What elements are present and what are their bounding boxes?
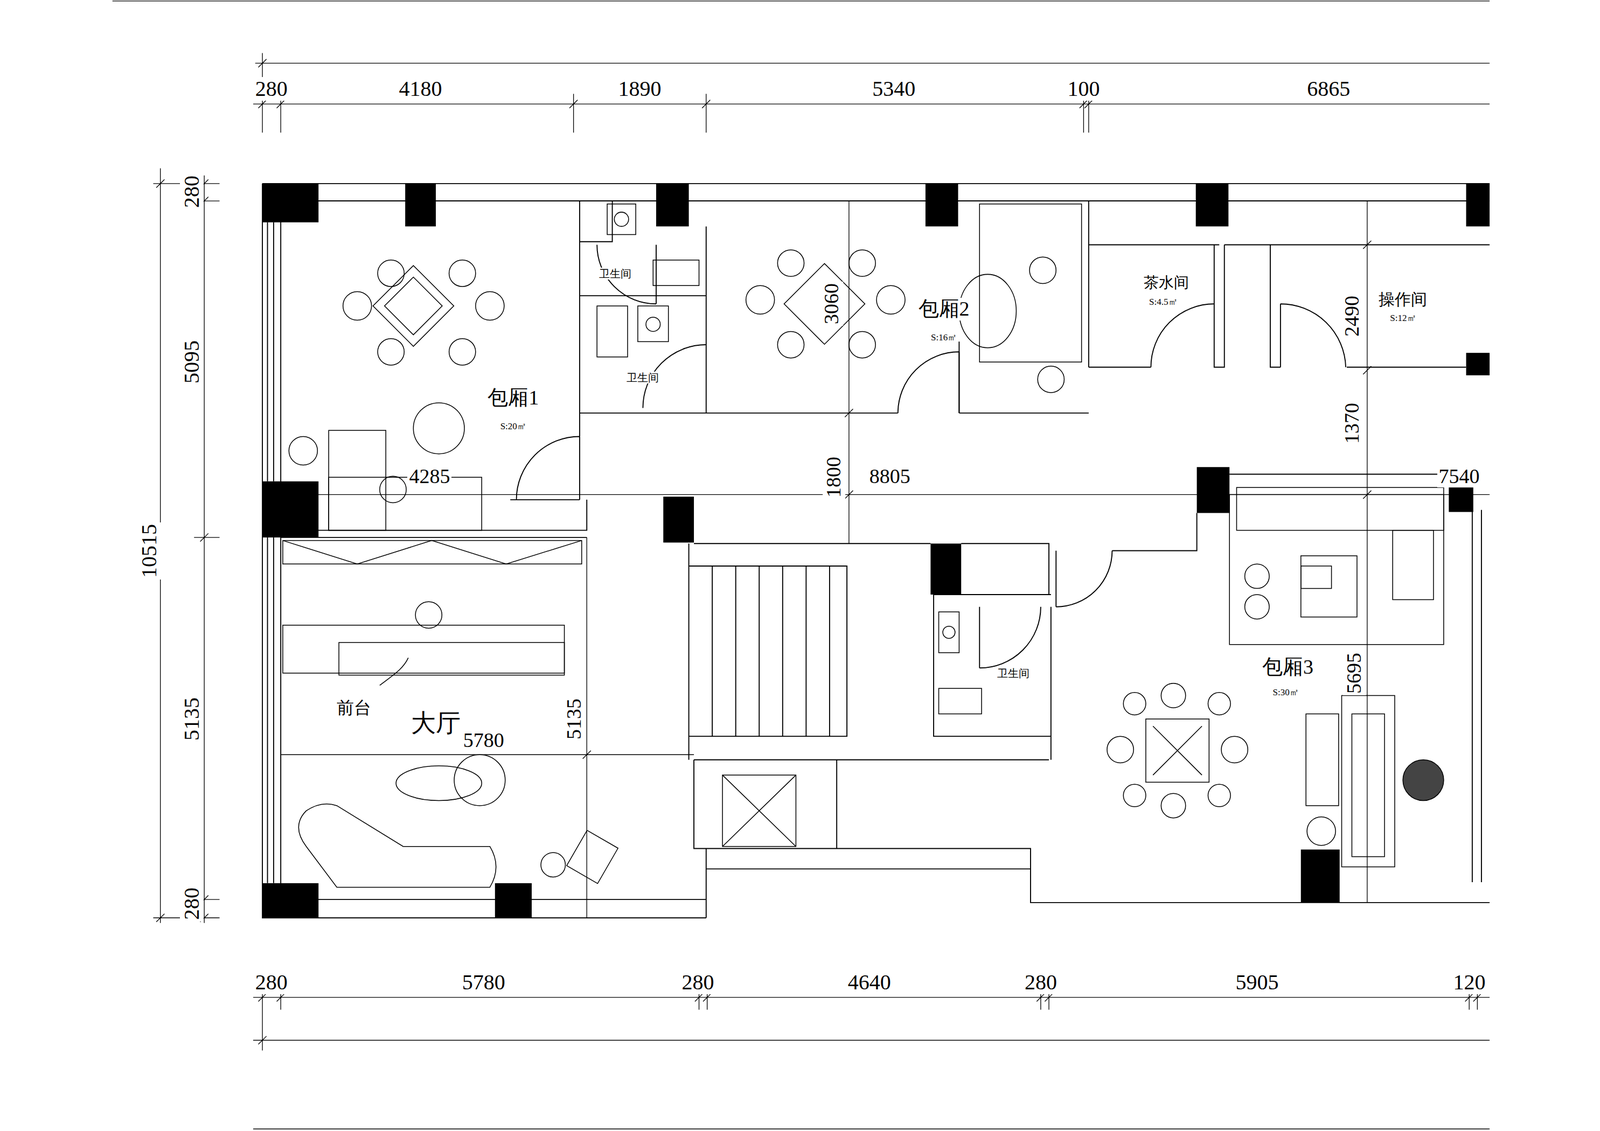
dimension-label: 8805 bbox=[867, 465, 913, 489]
dimension-label: 280 bbox=[179, 174, 204, 210]
dimension-label: 7540 bbox=[1437, 465, 1482, 489]
dimension-label: 280 bbox=[179, 886, 204, 922]
dimension-label: 5780 bbox=[460, 970, 507, 995]
furniture bbox=[282, 204, 1444, 888]
dimension-label: 5135 bbox=[562, 697, 586, 742]
room-name: 操作间 bbox=[1376, 289, 1429, 308]
dimension-label: 10515 bbox=[137, 522, 162, 580]
dimension-label: 1800 bbox=[822, 455, 846, 500]
room-name: 茶水间 bbox=[1142, 274, 1191, 291]
dimension-label: 1370 bbox=[1340, 401, 1364, 446]
room-name: 卫生间 bbox=[597, 267, 633, 280]
dimension-label: 5340 bbox=[870, 77, 917, 101]
dimension-label: 5095 bbox=[179, 338, 204, 386]
room-name: 包厢2 bbox=[916, 297, 972, 321]
dimension-label: 6865 bbox=[1305, 77, 1352, 101]
dimension-label: 2490 bbox=[1340, 294, 1364, 339]
dimension-label: 5780 bbox=[461, 729, 506, 753]
room-name: 包厢3 bbox=[1260, 656, 1316, 679]
room-area: S:16㎡ bbox=[929, 332, 959, 344]
room-name: 卫生间 bbox=[624, 371, 661, 384]
dimension-label: 4285 bbox=[407, 465, 452, 489]
room-area: S:12㎡ bbox=[1388, 313, 1418, 324]
dimension-label: 3060 bbox=[820, 281, 844, 326]
dimension-label: 280 bbox=[1023, 970, 1059, 995]
dimension-label: 280 bbox=[680, 970, 716, 995]
dimension-label: 4180 bbox=[397, 77, 444, 101]
dimension-label: 100 bbox=[1066, 77, 1102, 101]
room-area: S:30㎡ bbox=[1271, 687, 1301, 699]
dimension-label: 4640 bbox=[846, 970, 893, 995]
dimension-label: 120 bbox=[1451, 970, 1488, 995]
room-area: S:20㎡ bbox=[498, 421, 528, 432]
dimension-label: 5695 bbox=[1343, 651, 1366, 696]
dimension-label: 1890 bbox=[616, 77, 664, 101]
room-name: 大厅 bbox=[409, 710, 463, 738]
walls bbox=[262, 183, 1490, 918]
room-name: 前台 bbox=[335, 698, 373, 718]
dimension-label: 280 bbox=[253, 970, 290, 995]
structural-columns bbox=[262, 183, 1490, 918]
dimension-label: 280 bbox=[253, 77, 290, 101]
dimension-label: 5135 bbox=[179, 696, 204, 743]
dimension-label: 5905 bbox=[1234, 970, 1281, 995]
room-area: S:4.5㎡ bbox=[1147, 296, 1179, 308]
room-name: 包厢1 bbox=[485, 386, 541, 410]
room-name: 卫生间 bbox=[995, 667, 1032, 680]
dimension-lines bbox=[112, 1, 1490, 1130]
